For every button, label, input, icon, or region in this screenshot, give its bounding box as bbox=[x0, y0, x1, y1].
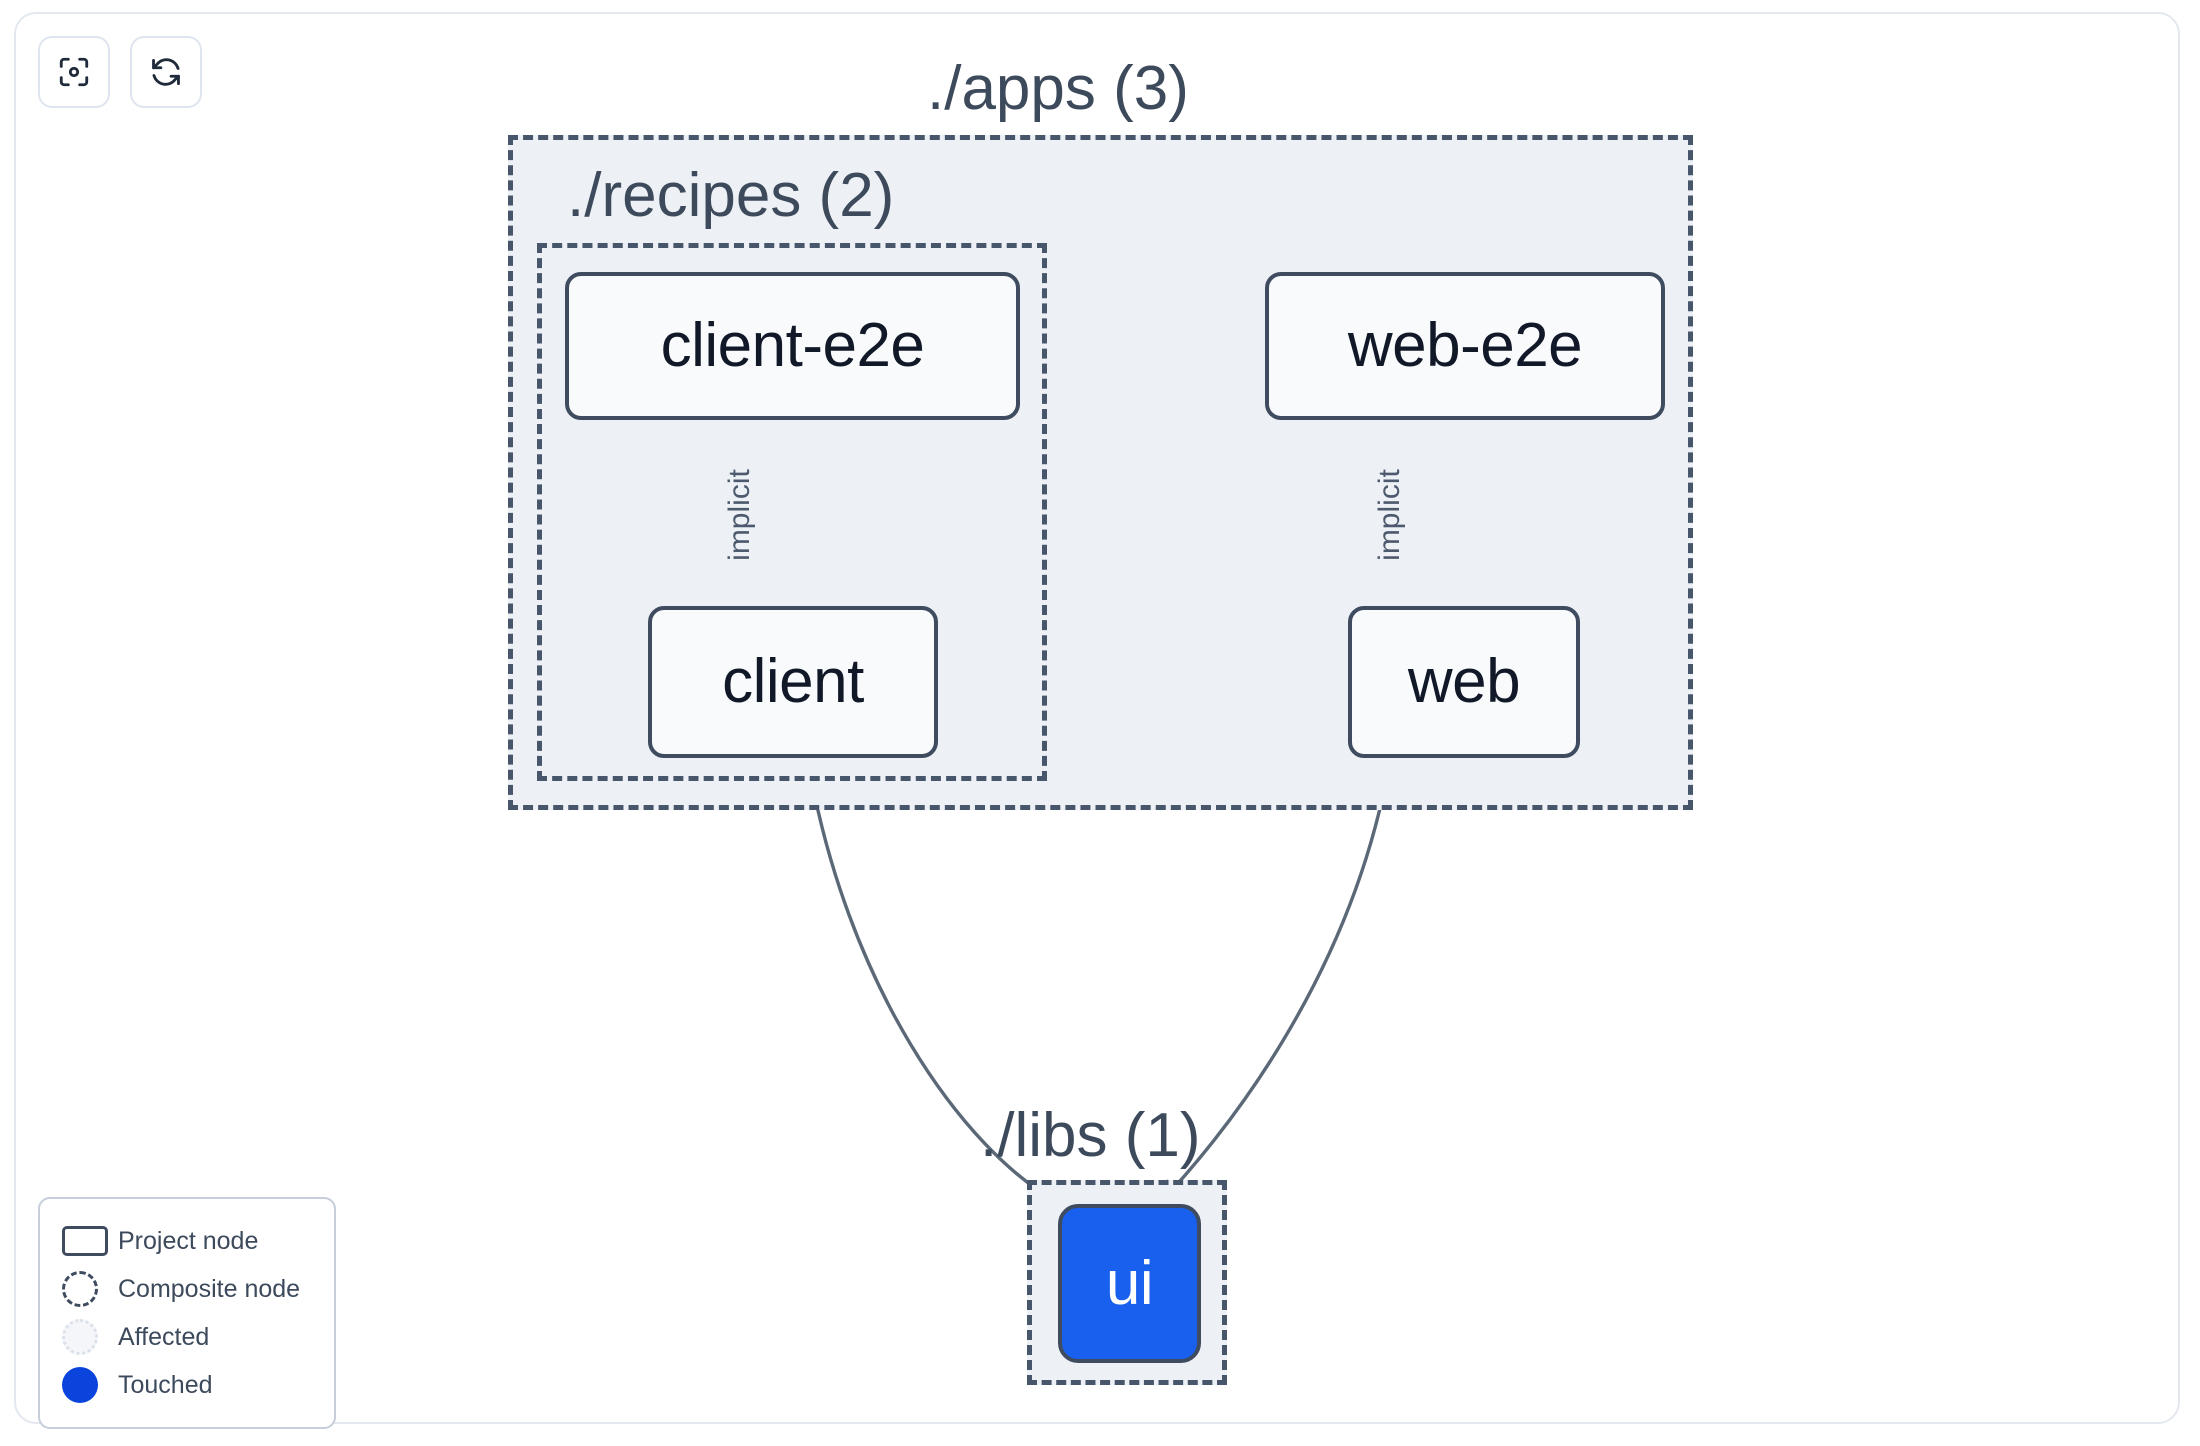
node-ui[interactable]: ui bbox=[1058, 1204, 1201, 1363]
legend-label-project-node: Project node bbox=[118, 1226, 259, 1255]
node-label-client: client bbox=[722, 647, 864, 716]
legend-label-affected: Affected bbox=[118, 1322, 210, 1351]
graph-toolbar bbox=[38, 36, 202, 108]
edge-label-web-e2e-to-web: implicit bbox=[1373, 469, 1406, 561]
focus-graph-button[interactable] bbox=[38, 36, 110, 108]
group-label-recipes: ./recipes (2) bbox=[567, 161, 895, 230]
group-label-libs: ./libs (1) bbox=[980, 1101, 1201, 1170]
legend-item-affected: Affected bbox=[62, 1313, 318, 1361]
composite-node-swatch bbox=[62, 1271, 118, 1307]
node-web-e2e[interactable]: web-e2e bbox=[1265, 272, 1665, 420]
affected-swatch bbox=[62, 1319, 118, 1355]
group-label-apps: ./apps (3) bbox=[927, 54, 1189, 123]
legend-item-composite-node: Composite node bbox=[62, 1265, 318, 1313]
graph-legend: Project node Composite node Affected Tou… bbox=[38, 1197, 336, 1429]
touched-swatch bbox=[62, 1367, 118, 1403]
legend-item-project-node: Project node bbox=[62, 1217, 318, 1265]
node-web[interactable]: web bbox=[1348, 606, 1580, 758]
node-label-client-e2e: client-e2e bbox=[660, 311, 925, 380]
edge-label-client-e2e-to-client: implicit bbox=[723, 469, 756, 561]
legend-item-touched: Touched bbox=[62, 1361, 318, 1409]
node-client[interactable]: client bbox=[648, 606, 938, 758]
node-label-web-e2e: web-e2e bbox=[1347, 311, 1583, 380]
project-node-swatch bbox=[62, 1226, 118, 1256]
refresh-graph-button[interactable] bbox=[130, 36, 202, 108]
legend-label-touched: Touched bbox=[118, 1370, 213, 1399]
node-client-e2e[interactable]: client-e2e bbox=[565, 272, 1020, 420]
focus-target-icon bbox=[57, 55, 91, 89]
legend-label-composite-node: Composite node bbox=[118, 1274, 301, 1303]
refresh-sync-icon bbox=[149, 55, 183, 89]
node-label-web: web bbox=[1407, 647, 1521, 716]
node-label-ui: ui bbox=[1105, 1248, 1154, 1318]
